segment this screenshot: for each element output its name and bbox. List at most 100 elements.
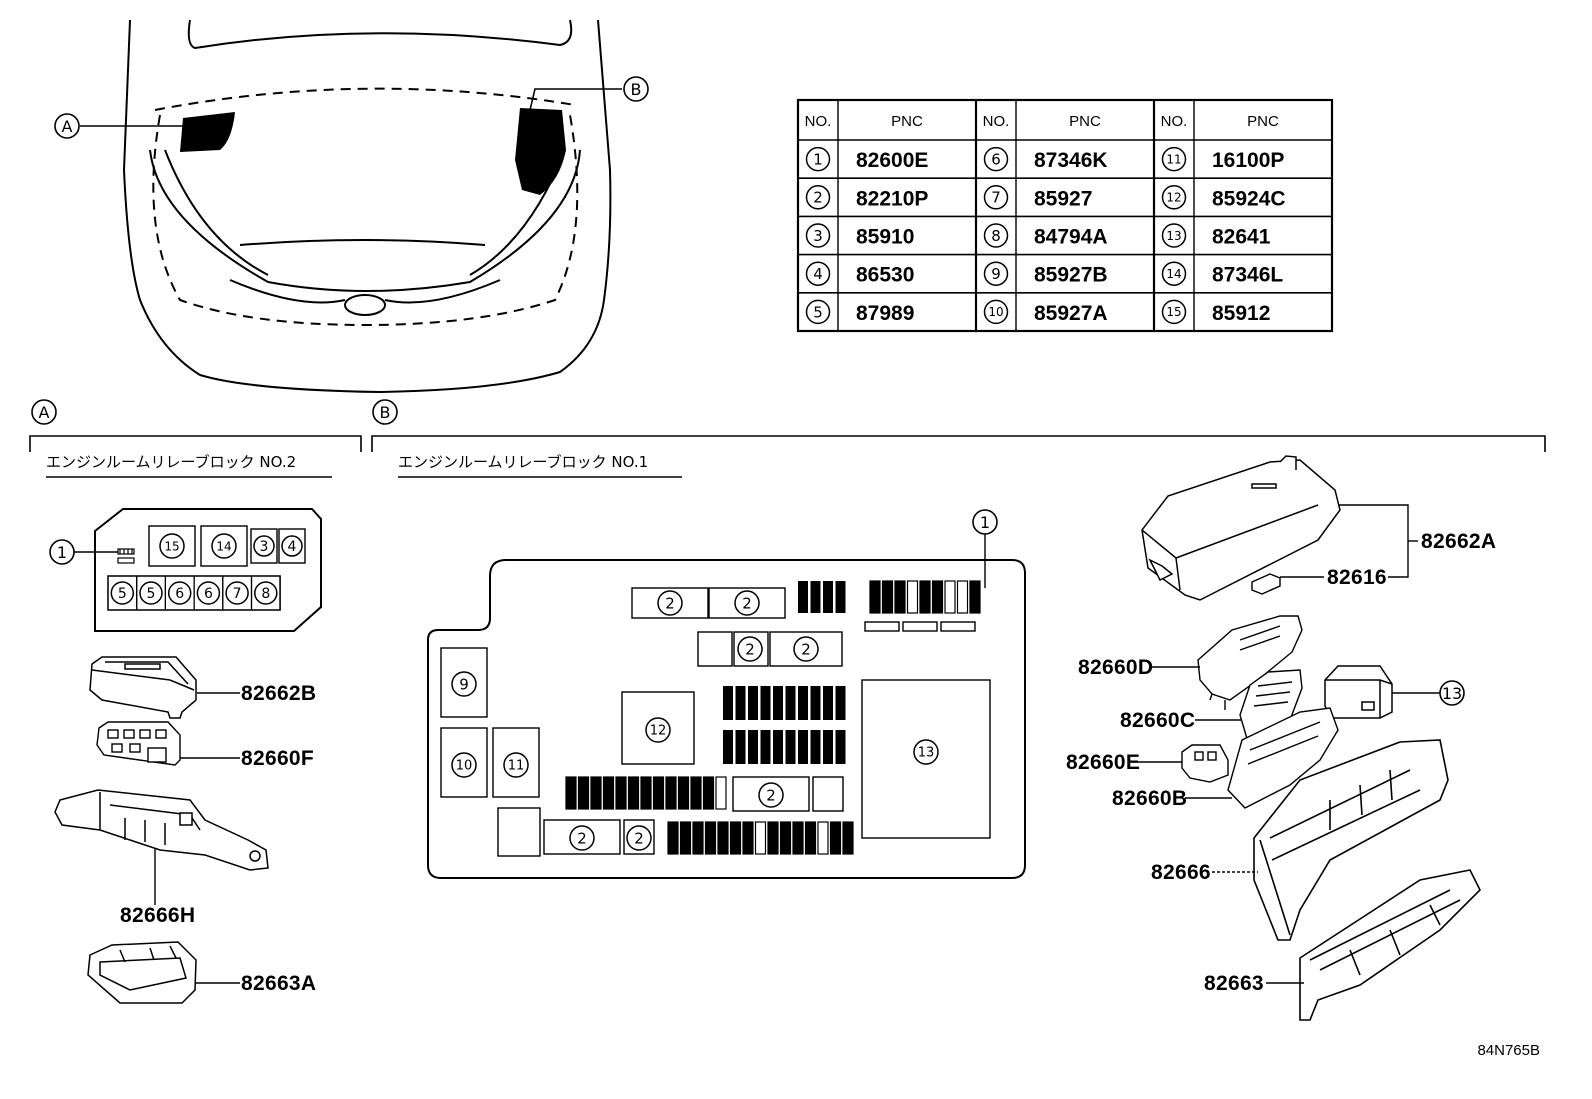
svg-text:2: 2 — [813, 189, 823, 207]
part-82666-label: 82666 — [1151, 861, 1211, 884]
fuse — [823, 686, 833, 720]
svg-text:9: 9 — [459, 675, 469, 693]
fuse — [823, 581, 833, 613]
relay-callout-2: 2 — [793, 636, 819, 662]
svg-text:15: 15 — [164, 539, 179, 553]
svg-text:2: 2 — [745, 640, 755, 658]
table-cell-pnc: 85927A — [1034, 302, 1108, 325]
table-cell-pnc: 85927B — [1034, 264, 1108, 287]
fuse — [717, 821, 729, 855]
fuse — [956, 580, 969, 614]
fuse — [640, 776, 652, 810]
svg-text:6: 6 — [204, 586, 213, 602]
part-82660e-drawing — [1181, 744, 1229, 783]
fuse — [919, 580, 931, 614]
relay-box-2a — [631, 587, 709, 619]
part-82660f-label: 82660F — [241, 747, 314, 770]
svg-text:11: 11 — [1166, 152, 1181, 166]
table-header-no: NO. — [1161, 113, 1188, 130]
fuse — [729, 821, 742, 855]
part-82660b-drawing — [1227, 707, 1339, 809]
fuse — [702, 776, 715, 810]
fuse — [667, 821, 679, 855]
table-cell-pnc: 87346K — [1034, 149, 1108, 172]
table-row-number: 14 — [1161, 261, 1187, 286]
svg-text:7: 7 — [991, 189, 1001, 207]
fuse — [748, 730, 758, 764]
relay-callout-13: 13 — [1439, 680, 1465, 706]
fuse — [723, 730, 733, 764]
svg-text:10: 10 — [456, 759, 473, 774]
fuse — [602, 776, 615, 810]
part-82660d-drawing — [1197, 615, 1303, 710]
part-82616-drawing — [1251, 573, 1281, 595]
fuse — [677, 776, 690, 810]
table-cell-pnc: 85910 — [856, 226, 914, 249]
fuse — [894, 580, 906, 614]
section-a-title: エンジンルームリレーブロック NO.2 — [46, 453, 296, 471]
fuse — [704, 821, 717, 855]
svg-text:5: 5 — [118, 586, 127, 602]
part-82666-drawing — [1253, 739, 1449, 941]
fuse — [906, 580, 919, 614]
svg-text:8: 8 — [261, 586, 270, 602]
fuse — [881, 580, 894, 614]
relay-box-blank-3 — [497, 807, 541, 857]
svg-text:6: 6 — [991, 151, 1001, 169]
svg-text:2: 2 — [634, 829, 644, 847]
fuse — [785, 730, 796, 764]
svg-text:8: 8 — [991, 227, 1001, 245]
fuse — [760, 730, 771, 764]
table-header-pnc: PNC — [1069, 113, 1101, 130]
part-82660d-label: 82660D — [1078, 656, 1153, 679]
relay-box-11 — [492, 727, 540, 798]
fuse — [615, 776, 627, 810]
table-cell-pnc: 85924C — [1212, 187, 1286, 210]
svg-text:11: 11 — [508, 759, 525, 774]
svg-text:13: 13 — [1442, 684, 1462, 703]
table-cell-pnc: 85927 — [1034, 187, 1092, 210]
table-row-number: 7 — [983, 185, 1009, 210]
fuse — [742, 821, 754, 855]
fuse-box — [250, 575, 281, 611]
relay-box-2e — [732, 776, 810, 812]
part-82663a-label: 82663A — [241, 972, 316, 995]
relay-callout-2: 2 — [626, 825, 652, 851]
part-82616-label: 82616 — [1327, 566, 1387, 589]
relay-box-2f — [543, 819, 621, 855]
svg-text:4: 4 — [288, 539, 297, 555]
svg-text:A: A — [39, 403, 50, 422]
fuse-box — [200, 525, 248, 567]
svg-text:12: 12 — [650, 724, 667, 739]
part-82660f-drawing — [96, 721, 181, 766]
fuse — [773, 686, 783, 720]
fuse — [810, 581, 821, 613]
fuse — [665, 776, 677, 810]
fuse — [577, 776, 590, 810]
table-row-number: 2 — [805, 185, 831, 210]
relay-callout-11: 11 — [503, 752, 529, 778]
table-row-number: 13 — [1161, 223, 1187, 248]
svg-text:2: 2 — [766, 786, 776, 804]
part-82662b-label: 82662B — [241, 682, 316, 705]
table-header-no: NO. — [805, 113, 832, 130]
svg-text:10: 10 — [988, 305, 1003, 319]
fuse — [817, 821, 829, 855]
fuse — [627, 776, 640, 810]
table-cell-pnc: 82210P — [856, 187, 928, 210]
table-cell-pnc: 87989 — [856, 302, 914, 325]
fuse-box — [278, 528, 306, 564]
table-row-number: 11 — [1161, 146, 1187, 172]
fuse — [810, 730, 821, 764]
svg-text:5: 5 — [813, 303, 823, 321]
fuse — [792, 821, 804, 855]
fuse-array — [565, 580, 981, 855]
relay-box-13 — [861, 679, 991, 839]
relay-callout-2: 2 — [758, 782, 784, 808]
table-cell-pnc: 16100P — [1212, 149, 1284, 172]
fuse — [748, 686, 758, 720]
